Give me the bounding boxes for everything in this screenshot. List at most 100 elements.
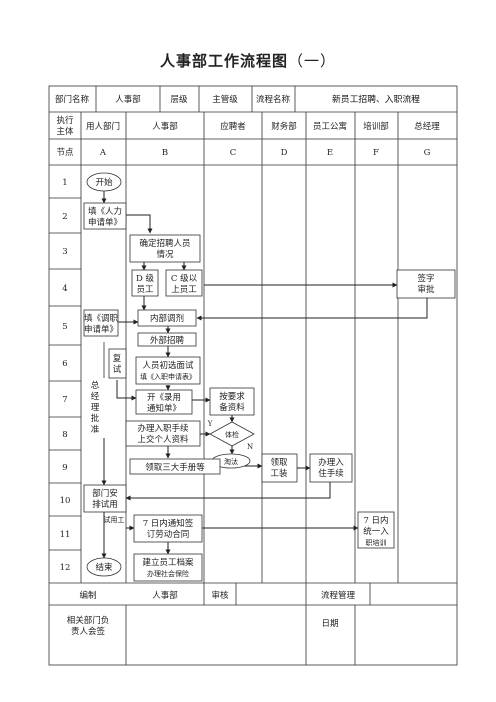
flow-connectors — [101, 191, 428, 559]
node-col-g: G — [424, 148, 431, 158]
row-number-4: 4 — [62, 284, 67, 294]
c-level-box — [165, 269, 203, 297]
node-col-d: D — [281, 148, 288, 158]
retest-line2: 试 — [113, 364, 122, 375]
gm-approve-line2: 经 — [91, 391, 100, 402]
archive-box — [133, 553, 203, 582]
dept-trial-box — [83, 484, 127, 513]
dept-name-label: 部门名称 — [55, 94, 90, 105]
process-name-label: 流程名称 — [256, 94, 291, 105]
fill-transfer-line1: 填《调职 — [84, 313, 119, 324]
retest-line1: 复 — [113, 353, 122, 364]
role-col-c: 应聘者 — [220, 121, 246, 132]
row-number-7: 7 — [62, 395, 67, 405]
health-no-mark: N — [247, 443, 253, 451]
interview-line1: 人员初选面试 — [142, 360, 194, 371]
internal-transfer-box — [137, 309, 197, 327]
prepare-docs-line2: 备资料 — [219, 402, 245, 413]
fill-transfer-line2: 申请单》 — [84, 324, 118, 335]
prepare-docs-box — [209, 387, 255, 416]
title-suffix: （一） — [288, 52, 337, 70]
role-col-e: 员工公寓 — [313, 121, 347, 132]
archive-line1: 建立员工档案 — [142, 557, 194, 568]
fill-request-box — [83, 202, 127, 230]
dept-name-value: 人事部 — [115, 94, 141, 105]
onboard-docs-line1: 办理入职手续 — [137, 423, 189, 434]
d-level-line2: 员工 — [136, 285, 154, 295]
level-label: 层级 — [170, 94, 188, 105]
row-number-10: 10 — [60, 496, 71, 506]
node-col-b: B — [162, 148, 168, 158]
prepared-value: 人事部 — [152, 590, 178, 601]
c-level-line1: C 级以 — [171, 273, 198, 284]
probation-label: 试用工 — [104, 515, 125, 524]
confirm-need-box — [129, 234, 201, 263]
row-number-11: 11 — [60, 530, 71, 540]
eliminate-label: 淘汰 — [224, 457, 238, 466]
hire-notice-line1: 开《录用 — [147, 393, 181, 403]
confirm-need-line1: 确定招聘人员 — [139, 238, 190, 249]
archive-line2: 办理社会保险 — [147, 569, 189, 578]
training-box — [357, 511, 395, 549]
contract-line2: 订劳动合同 — [147, 529, 190, 540]
uniform-box — [261, 453, 298, 483]
gm-sign-line1: 签字 — [417, 273, 434, 284]
roles-label-line2: 主体 — [56, 126, 74, 137]
receive-forms-label: 领取三大手册等 — [145, 462, 205, 473]
onboard-docs-line2: 上交个人资料 — [137, 434, 189, 445]
health-check-label: 体检 — [225, 430, 239, 439]
gm-sign-line2: 审批 — [417, 284, 435, 295]
row-number-1: 1 — [62, 178, 67, 188]
gm-sign-box — [396, 269, 456, 299]
confirm-need-line2: 情况 — [156, 249, 174, 260]
row-number-3: 3 — [62, 247, 67, 257]
role-col-f: 培训部 — [363, 121, 389, 132]
contract-line1: 7 日内通知签 — [143, 518, 194, 529]
dorm-checkin-line2: 住手续 — [318, 468, 344, 479]
dept-trial-line2: 排试用 — [92, 499, 118, 510]
training-line1: 7 日内 — [363, 515, 388, 526]
internal-transfer-label: 内部调剂 — [150, 313, 184, 324]
process-mgmt-label: 流程管理 — [321, 590, 356, 601]
start-terminal — [86, 172, 122, 192]
node-col-e: E — [327, 148, 333, 158]
row-number-12: 12 — [60, 563, 71, 573]
date-label: 日期 — [321, 619, 338, 629]
receive-forms-box — [129, 458, 221, 475]
uniform-line2: 工装 — [270, 468, 288, 479]
process-name-value: 新员工招聘、入职流程 — [332, 93, 420, 105]
gm-approve-line5: 准 — [91, 424, 100, 435]
fill-request-line2: 申请单》 — [88, 217, 122, 228]
training-line3: 职培训 — [366, 538, 387, 547]
health-check-diamond — [209, 421, 255, 447]
external-recruit-label: 外部招聘 — [150, 335, 185, 346]
retest-box — [108, 348, 127, 379]
row-number-5: 5 — [62, 322, 67, 332]
dept-heads-line1: 相关部门负 — [67, 615, 110, 626]
row-number-2: 2 — [62, 212, 67, 222]
dept-heads-line2: 责人会签 — [71, 626, 106, 637]
roles-label-line1: 执行 — [56, 115, 74, 126]
interview-line2: 填《入职申请表》 — [140, 372, 196, 381]
contract-box — [133, 514, 203, 543]
page-title: 人事部工作流程图（一） — [159, 52, 337, 70]
uniform-line1: 领取 — [270, 457, 288, 468]
nodes-label: 节点 — [56, 148, 74, 158]
row-number-9: 9 — [62, 463, 67, 473]
prepared-label: 编制 — [79, 590, 96, 601]
hire-notice-line2: 通知单》 — [147, 403, 181, 414]
role-col-b: 人事部 — [152, 121, 178, 132]
role-col-a: 用人部门 — [86, 121, 120, 132]
node-col-c: C — [230, 148, 237, 158]
row-number-6: 6 — [62, 359, 67, 369]
dorm-checkin-line1: 办理入 — [318, 457, 344, 468]
onboard-docs-box — [125, 420, 201, 447]
prepare-docs-line1: 按要求 — [219, 391, 245, 402]
health-yes-mark: Y — [207, 420, 213, 428]
interview-box — [135, 356, 201, 385]
role-col-g: 总经理 — [414, 121, 440, 132]
review-label: 审核 — [211, 590, 229, 601]
training-line2: 统一入 — [363, 526, 389, 537]
fill-transfer-box — [83, 309, 119, 337]
